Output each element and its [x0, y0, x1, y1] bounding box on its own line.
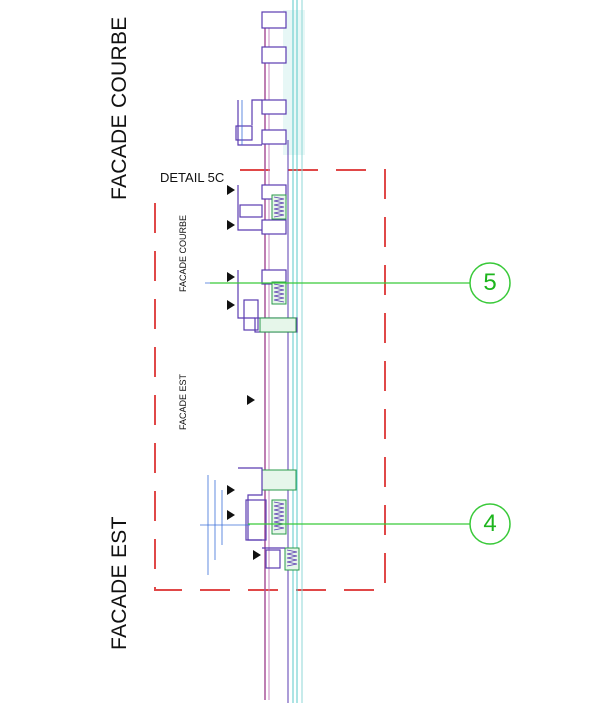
glazing-band: [264, 0, 305, 703]
facade-est-title: FACADE EST: [108, 516, 131, 650]
insulation-hatch: [273, 196, 298, 567]
facade-courbe-label: FACADE COURBE: [178, 214, 188, 292]
detail-label: DETAIL 5C: [160, 170, 225, 185]
lower-profiles: [238, 467, 285, 569]
grid-marker-4: 4: [483, 510, 497, 537]
detail-frame: [154, 169, 386, 591]
facade-est-label: FACADE EST: [178, 373, 188, 430]
facade-courbe-title: FACADE COURBE: [108, 16, 131, 200]
grid-lines: [210, 282, 470, 525]
top-profiles: [235, 11, 287, 146]
grid-circles: [469, 262, 511, 545]
level-markers: [227, 185, 261, 560]
grid-marker-5: 5: [483, 269, 497, 296]
